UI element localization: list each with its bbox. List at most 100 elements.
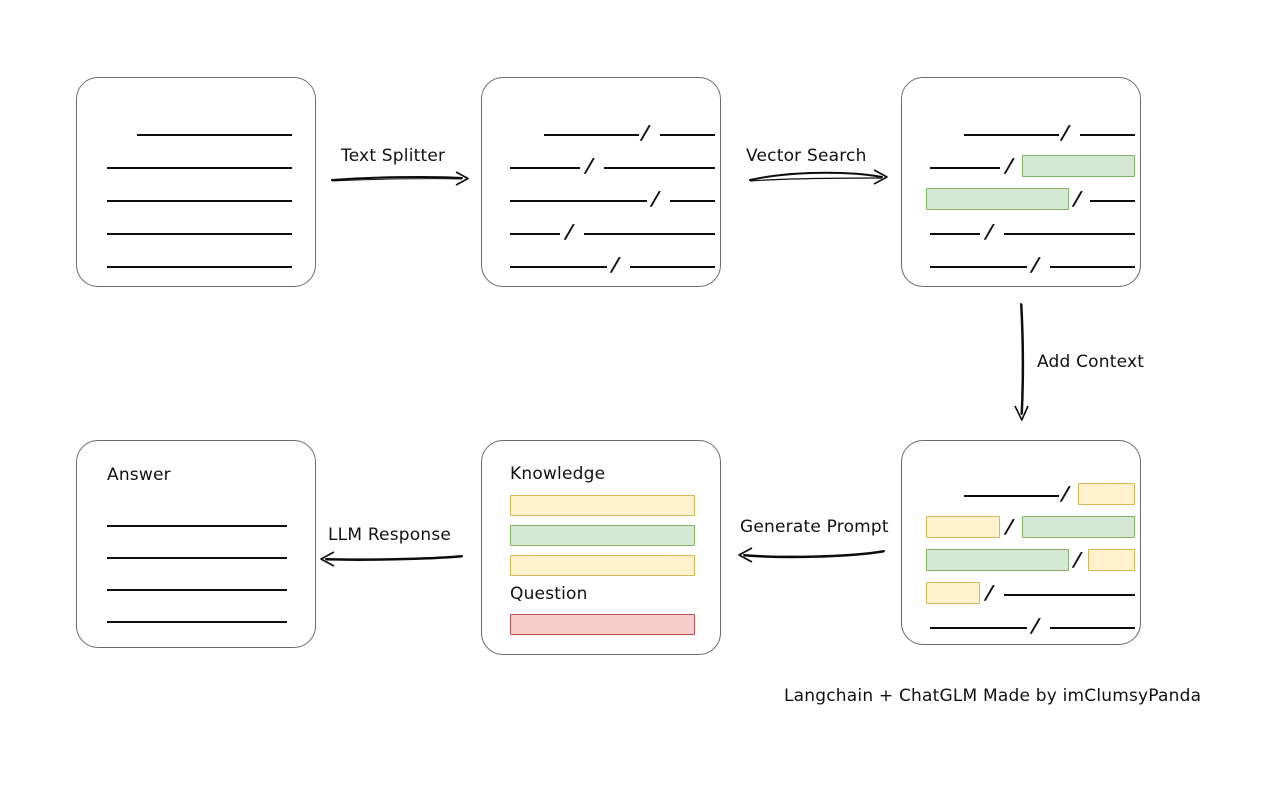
segment-separator-icon: / [985,582,994,604]
segment-separator-icon: / [611,254,620,276]
text-line [660,134,715,136]
text-line [964,495,1059,497]
retrieved-chunks-box[interactable]: / / / / / [901,77,1141,287]
text-row: / [902,248,1140,276]
segment-separator-icon: / [1005,516,1014,538]
segment-separator-icon: / [641,122,650,144]
prompt-bar-yellow [510,555,695,576]
highlighted-chunk-green [926,188,1069,210]
text-line [1090,200,1135,202]
segment-separator-icon: / [1005,155,1014,177]
text-line [510,167,580,169]
segment-separator-icon: / [1073,188,1082,210]
text-row [77,182,315,204]
highlighted-chunk-green [1022,516,1135,538]
text-line [930,266,1027,268]
text-row: / [902,182,1140,210]
text-line [1004,233,1135,235]
text-line [107,621,287,623]
text-line [930,167,1000,169]
highlighted-chunk-green [1022,155,1135,177]
text-line [1004,594,1135,596]
question-label: Question [510,584,588,604]
segment-separator-icon: / [585,155,594,177]
text-row [77,507,315,529]
text-line [107,589,287,591]
arrow-label-llm-response: LLM Response [328,525,452,545]
arrow-label-vector-search: Vector Search [746,146,867,166]
text-line [670,200,715,202]
highlighted-chunk-yellow [926,582,980,604]
arrow-label-add-context: Add Context [1037,352,1145,372]
text-line [510,233,560,235]
text-row: / [902,609,1140,637]
text-row [77,539,315,561]
text-row: / [902,116,1140,144]
prompt-bar-yellow [510,495,695,516]
text-row [77,116,315,138]
text-line [107,266,292,268]
arrow-text-splitter [330,168,472,190]
arrow-label-text-splitter: Text Splitter [341,146,446,166]
highlighted-chunk-green [926,549,1069,571]
text-line [107,167,292,169]
highlighted-chunk-yellow [1078,483,1135,505]
segment-separator-icon: / [1061,122,1070,144]
segment-separator-icon: / [1031,615,1040,637]
arrow-generate-prompt [736,543,886,565]
answer-box[interactable]: Answer [76,440,316,648]
knowledge-label: Knowledge [510,464,606,484]
text-row: / [902,149,1140,177]
text-line [584,233,715,235]
source-document-box[interactable] [76,77,316,287]
highlighted-chunk-yellow [926,516,1000,538]
segment-separator-icon: / [1061,483,1070,505]
text-line [510,200,647,202]
arrow-add-context [1010,302,1034,424]
split-chunks-box[interactable]: / / / / / [481,77,721,287]
text-line [1050,266,1135,268]
arrow-vector-search [748,166,890,188]
text-line [1050,627,1135,629]
prompt-bar-red [510,614,695,635]
segment-separator-icon: / [1073,549,1082,571]
arrow-label-generate-prompt: Generate Prompt [740,517,889,537]
text-line [930,233,980,235]
arrow-llm-response [318,547,464,569]
text-row [77,603,315,625]
prompt-bar-green [510,525,695,546]
answer-label: Answer [107,465,171,485]
prompt-box[interactable]: Knowledge Question [481,440,721,655]
segment-separator-icon: / [1031,254,1040,276]
text-row [77,248,315,270]
text-row: / [482,248,720,276]
context-chunks-box[interactable]: / / / / / [901,440,1141,645]
text-row: / [482,182,720,210]
text-line [964,134,1059,136]
footer-credit: Langchain + ChatGLM Made by imClumsyPand… [784,686,1202,706]
text-row: / [902,215,1140,243]
text-line [107,200,292,202]
text-row [77,215,315,237]
text-line [630,266,715,268]
text-line [544,134,639,136]
text-row: / [482,116,720,144]
text-line [930,627,1027,629]
text-row: / [482,149,720,177]
text-row: / [902,576,1140,604]
segment-separator-icon: / [565,221,574,243]
segment-separator-icon: / [651,188,660,210]
highlighted-chunk-yellow [1088,549,1135,571]
text-line [1080,134,1135,136]
text-row: / [902,510,1140,538]
text-line [137,134,292,136]
text-line [107,525,287,527]
text-line [604,167,715,169]
segment-separator-icon: / [985,221,994,243]
text-line [107,557,287,559]
text-row: / [902,477,1140,505]
text-line [510,266,607,268]
text-row: / [902,543,1140,571]
text-line [107,233,292,235]
